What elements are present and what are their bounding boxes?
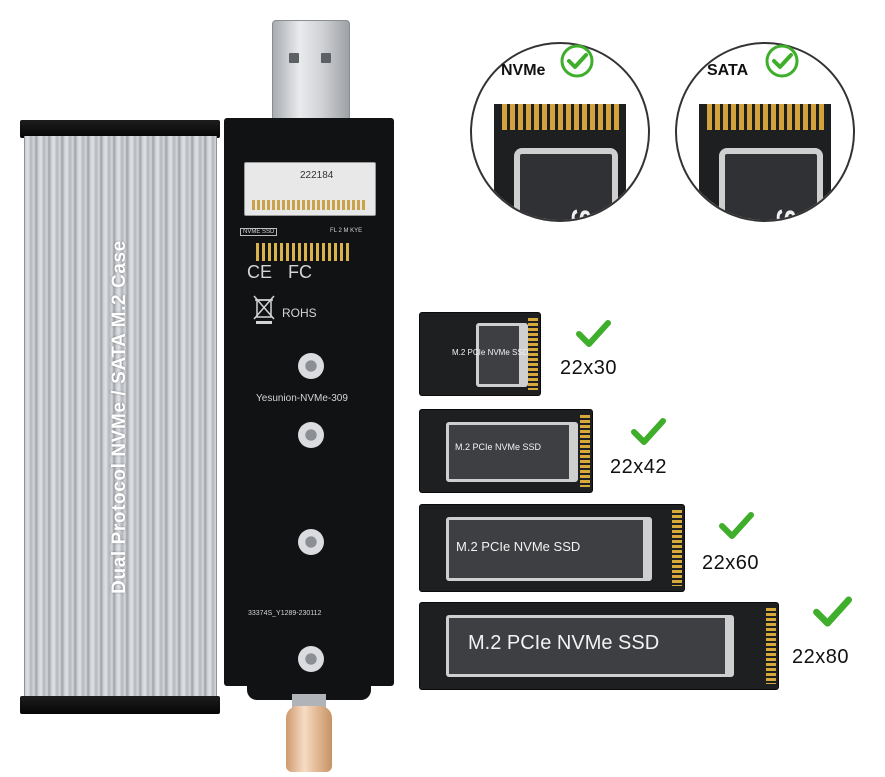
connector-code: 222184 bbox=[300, 170, 334, 181]
usb-a-hole bbox=[321, 53, 331, 63]
ssd-2280 bbox=[420, 603, 778, 689]
ssd-label-panel bbox=[446, 615, 734, 677]
ce-mark-icon: CE bbox=[247, 262, 273, 282]
ssd-label-panel bbox=[446, 517, 652, 581]
slot-pads bbox=[256, 243, 350, 261]
nvme-bubble: SSD bbox=[470, 42, 650, 222]
checkmark-icon bbox=[813, 596, 852, 627]
ssd-label-panel bbox=[446, 422, 578, 482]
checkmark-icon bbox=[719, 512, 754, 539]
ssd-2260-size: 22x60 bbox=[702, 552, 759, 574]
ssd-2260 bbox=[420, 505, 684, 591]
slot-marks: FL 2 M KYE bbox=[330, 228, 363, 234]
ssd-2230 bbox=[420, 313, 540, 395]
ssd-gold-edge bbox=[580, 415, 590, 487]
checkmark-icon bbox=[576, 320, 611, 347]
usb-a-hole bbox=[289, 53, 299, 63]
enclosure-top-cap bbox=[20, 120, 220, 138]
ssd-2280-size: 22x80 bbox=[792, 646, 849, 668]
bubble-gold-pins bbox=[707, 104, 825, 130]
board-model: Yesunion-NVMe-309 bbox=[256, 393, 348, 404]
bubble-ssd-window bbox=[719, 148, 823, 220]
rohs-mark: ROHS bbox=[282, 306, 317, 320]
ssd-2230-size: 22x30 bbox=[560, 357, 617, 379]
ssd-gold-edge bbox=[672, 510, 682, 586]
mounting-screw bbox=[298, 422, 324, 448]
mounting-screw bbox=[298, 353, 324, 379]
enclosure-label: Dual Protocol NVMe / SATA M.2 Case bbox=[109, 240, 130, 594]
mounting-screw bbox=[298, 529, 324, 555]
bubble-ssd-window bbox=[514, 148, 618, 220]
fc-mark-icon: FC bbox=[288, 262, 312, 282]
nvme-label: NVMe bbox=[501, 62, 546, 79]
bubble-gold-pins bbox=[502, 104, 620, 130]
board-serial: 33374S_Y1289-230112 bbox=[248, 610, 322, 617]
ssd-2242-size: 22x42 bbox=[610, 456, 667, 478]
protocol-mark: NVME SSD bbox=[240, 228, 278, 236]
ssd-label-panel bbox=[476, 323, 528, 387]
checkmark-icon bbox=[631, 418, 666, 445]
m2-connector-pins bbox=[252, 200, 366, 210]
ssd-2242 bbox=[420, 410, 592, 492]
ssd-gold-edge bbox=[528, 318, 538, 390]
checkmark-icon bbox=[560, 44, 594, 78]
weee-bin-icon bbox=[253, 295, 275, 324]
sata-label: SATA bbox=[707, 62, 749, 79]
bubble-ssd-text: SSD bbox=[770, 209, 801, 220]
enclosure-body bbox=[24, 136, 217, 698]
sata-bubble: SSD bbox=[675, 42, 855, 222]
checkmark-icon bbox=[765, 44, 799, 78]
bubble-ssd-text: SSD bbox=[565, 209, 596, 220]
ssd-2242-label: M.2 PCIe NVMe SSD bbox=[455, 442, 542, 452]
enclosure-bottom-cap bbox=[20, 696, 220, 714]
ssd-gold-edge bbox=[766, 608, 776, 684]
ssd-2280-label: M.2 PCIe NVMe SSD bbox=[468, 632, 660, 654]
usb-c-plug bbox=[286, 706, 332, 772]
mounting-screw bbox=[298, 646, 324, 672]
ssd-2260-label: M.2 PCIe NVMe SSD bbox=[456, 539, 581, 554]
ssd-2230-label: M.2 PCIe NVMe SSD bbox=[452, 348, 529, 357]
